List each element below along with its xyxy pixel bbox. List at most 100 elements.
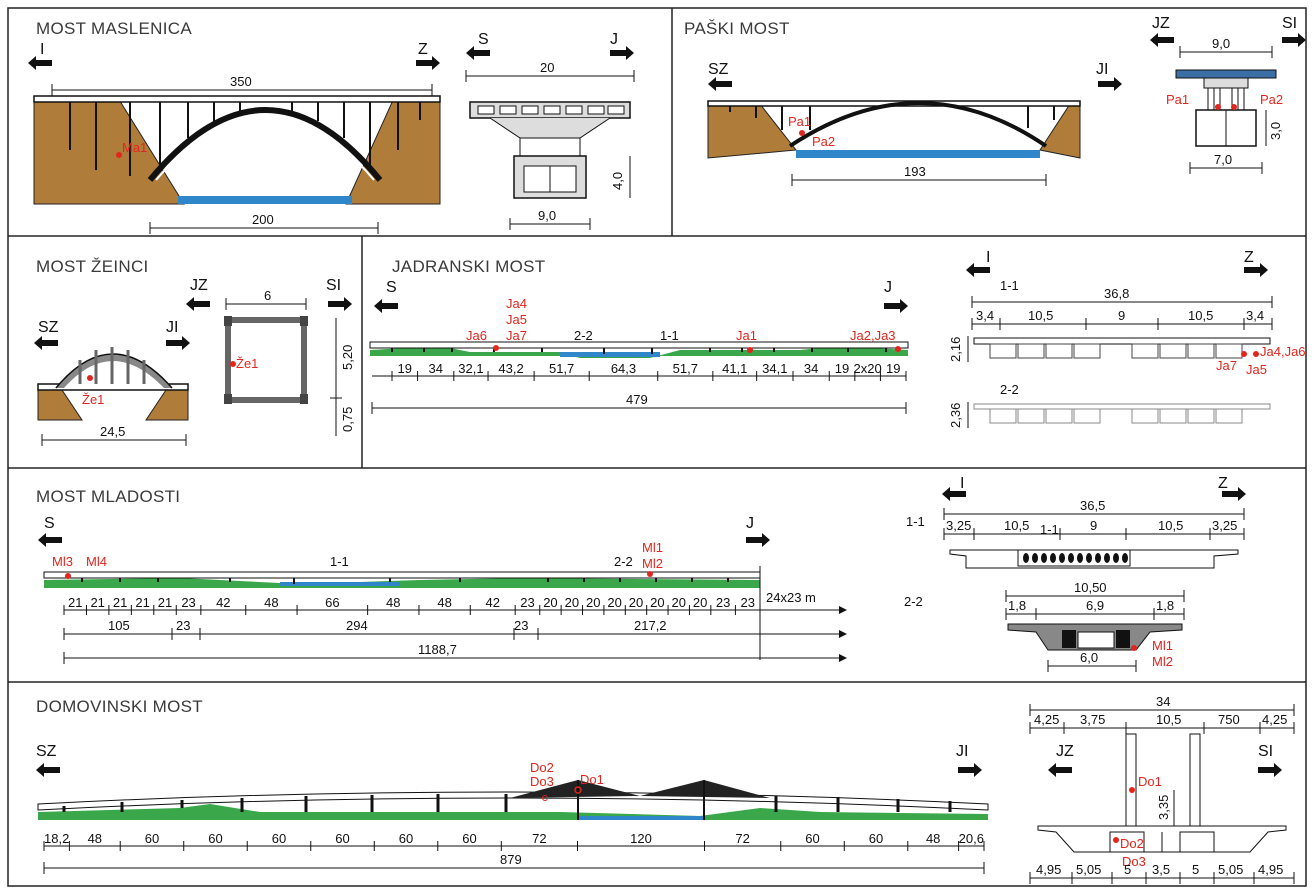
measurement-point-ja23: Ja2,Ja3 [850,328,896,343]
section-point-ml2: Ml2 [1152,654,1173,669]
panel-zeinci: MOST ŽEINCI SZ JI Že1 24,5 JZ SI 6 Že1 5… [34,257,355,446]
span-label: 48 [88,831,102,846]
span-label: 60 [145,831,159,846]
span-label: 20,6 [959,831,984,846]
deck [33,95,441,103]
section-direction-right: SI [326,277,341,294]
direction-label-right: J [884,279,892,296]
group-length: 217,2 [634,618,667,633]
section-bottom-part: 4,95 [1036,862,1061,877]
terrain [370,346,908,358]
span-label: 21 [135,595,149,610]
span-label: 43,2 [498,361,523,376]
span-label: 34,1 [762,361,787,376]
inner-section-label: 1-1 [1040,522,1059,537]
water [178,196,352,204]
section-mark-1-1: 1-1 [330,554,349,569]
direction-label-left: SZ [36,743,57,760]
section-bottom-part: 5,05 [1218,862,1243,877]
arrow-right-icon [1222,487,1246,501]
section-direction-left: JZ [1056,743,1074,760]
section-point-pa1: Pa1 [1166,92,1189,107]
section-total: 36,8 [1104,286,1129,301]
measurement-point-ml4: Ml4 [86,554,107,569]
direction-label-right: Z [418,41,428,58]
span-label: 20 [650,595,664,610]
group-length: 23 [176,618,190,633]
section-part: 3,4 [1246,308,1264,323]
arrow-right-icon [1244,263,1268,277]
span-label: 19 [835,361,849,376]
span-label: 21 [113,595,127,610]
arrow-left-icon [1048,763,1072,777]
section-top-part: 4,25 [1034,712,1059,727]
section-top-part: 10,5 [1156,712,1181,727]
section-direction-left: JZ [190,277,208,294]
measurement-point-ml3: Ml3 [52,554,73,569]
arrow-left-icon [374,299,398,313]
span-label: 20 [586,595,600,610]
section-top-part: 4,25 [1262,712,1287,727]
span-label: 48 [264,595,278,610]
section-direction-right: SI [1258,743,1273,760]
section-height: 3,35 [1156,795,1171,820]
measurement-point-ja7: Ja7 [506,328,527,343]
panel-title: MOST MASLENICA [36,19,192,38]
span-label: 23 [740,595,754,610]
section-bottom-part: 3,5 [1152,862,1170,877]
panel-mladosti: MOST MLADOSTI S J Ml3 Ml4 1-1 2-2 Ml1 Ml… [36,475,1246,672]
section-point-ja4-ja6: Ja4,Ja6 [1260,344,1306,359]
arrow-left-icon [1150,33,1174,47]
measurement-point-ja5: Ja5 [506,312,527,327]
direction-label-left: S [44,515,55,532]
span-label: 42 [216,595,230,610]
arrow-right-icon [1258,763,1282,777]
section-point-do1: Do1 [1138,774,1162,789]
group-length: 105 [108,618,130,633]
span-label: 48 [386,595,400,610]
section-height-bottom: 0,75 [340,407,355,432]
ground-left [37,389,83,421]
terrain [44,578,760,588]
span-label: 21 [68,595,82,610]
section-part: 3,25 [1212,518,1237,533]
span-label: 51,7 [673,361,698,376]
terrain [38,804,988,820]
panel-jadranski: JADRANSKI MOST S J Ja4 Ja5 Ja7 Ja6 2-2 1… [369,249,1306,428]
direction-label-left: I [40,41,44,58]
section-top-part: 750 [1218,712,1240,727]
span-label: 42 [485,595,499,610]
span-label: 20 [565,595,579,610]
panel-title: JADRANSKI MOST [392,257,545,276]
panel-title: MOST ŽEINCI [36,257,149,276]
section-direction-right: SI [1282,15,1297,32]
ground-right [345,97,441,205]
section-part: 1,8 [1008,598,1026,613]
measurement-point-ml1: Ml1 [642,540,663,555]
section-width: 6 [264,288,271,303]
section-point-pa2: Pa2 [1260,92,1283,107]
span-label: 2x20 [854,361,882,376]
section-height: 3,0 [1268,122,1283,140]
span-label: 60 [462,831,476,846]
span-label: 19 [886,361,900,376]
section-direction-left: JZ [1152,15,1170,32]
measurement-point-ja4: Ja4 [506,296,527,311]
panel-title: DOMOVINSKI MOST [36,697,203,716]
measurement-point-ma1: Ma1 [122,140,147,155]
section-top-part: 3,75 [1080,712,1105,727]
span-label: 48 [926,831,940,846]
measurement-point-ml2: Ml2 [642,556,663,571]
arch [788,101,1048,148]
span-label: 72 [532,831,546,846]
direction-label-right: JI [1096,61,1108,78]
arrow-left-icon [34,336,58,350]
span-label: 20 [629,595,643,610]
span-label: 20 [543,595,557,610]
section-point-do2: Do2 [1120,836,1144,851]
arrow-right-icon [884,299,908,313]
